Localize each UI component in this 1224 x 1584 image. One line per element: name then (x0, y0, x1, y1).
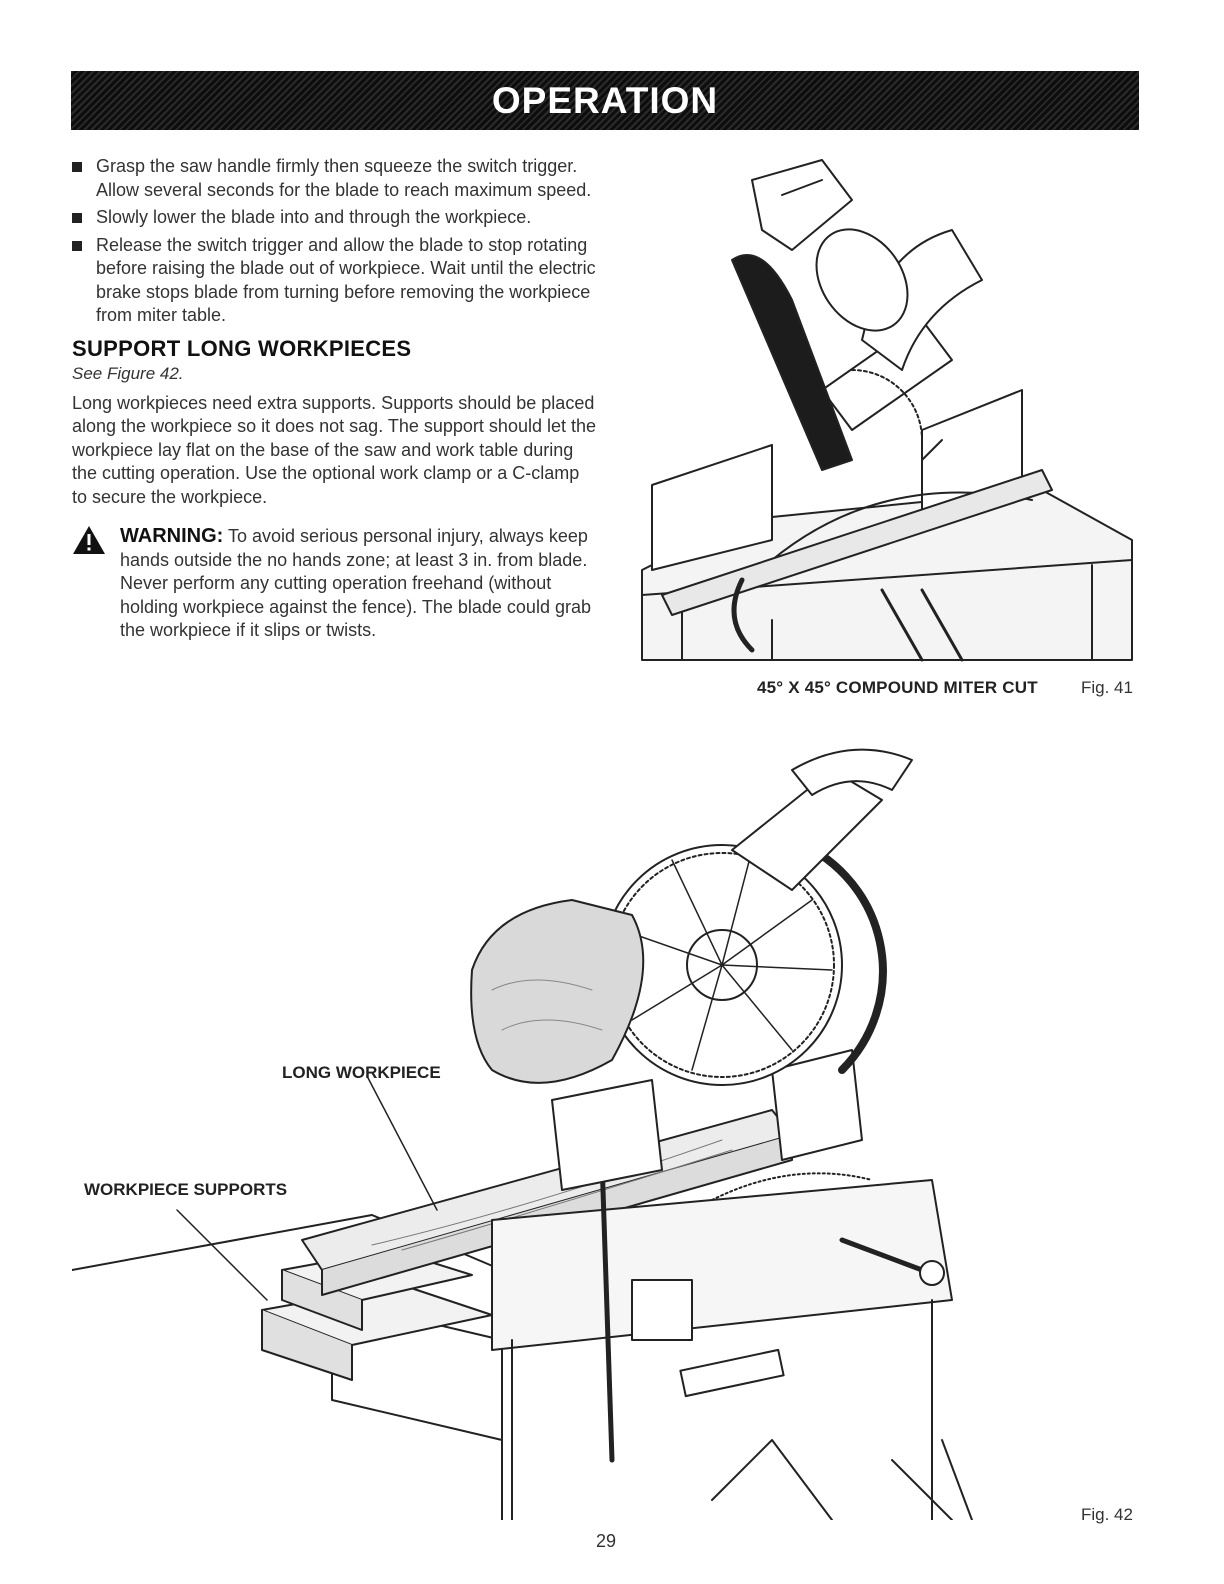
text-column: Grasp the saw handle firmly then squeeze… (72, 155, 597, 643)
figure-42-illustration (72, 748, 973, 1520)
list-item: Slowly lower the blade into and through … (72, 206, 597, 230)
warning-text: To avoid serious personal injury, always… (120, 526, 591, 640)
bullet-square-icon (72, 213, 82, 223)
warning-triangle-icon (73, 526, 105, 554)
bullet-square-icon (72, 162, 82, 172)
list-item: Grasp the saw handle firmly then squeeze… (72, 155, 597, 202)
page-number: 29 (596, 1531, 617, 1551)
figure-reference: See Figure 42. (72, 363, 184, 383)
instruction-list: Grasp the saw handle firmly then squeeze… (72, 155, 597, 328)
figure-41-caption: 45° X 45° COMPOUND MITER CUT (757, 678, 1038, 697)
list-item: Release the switch trigger and allow the… (72, 234, 597, 328)
figure-41-illustration (641, 159, 1133, 662)
warning-label: WARNING: (120, 525, 224, 547)
figure-41-number: Fig. 41 (1081, 678, 1133, 697)
figure-42-number: Fig. 42 (1081, 1505, 1133, 1524)
long-workpiece-label: LONG WORKPIECE (282, 1063, 441, 1082)
section-body: Long workpieces need extra supports. Sup… (72, 392, 597, 507)
section-banner: OPERATION (71, 71, 1139, 130)
banner-title: OPERATION (491, 79, 719, 121)
section-heading: SUPPORT LONG WORKPIECES (72, 335, 412, 361)
warning-block: WARNING: To avoid serious personal injur… (72, 525, 597, 643)
bullet-square-icon (72, 240, 82, 251)
workpiece-supports-label: WORKPIECE SUPPORTS (84, 1180, 288, 1199)
